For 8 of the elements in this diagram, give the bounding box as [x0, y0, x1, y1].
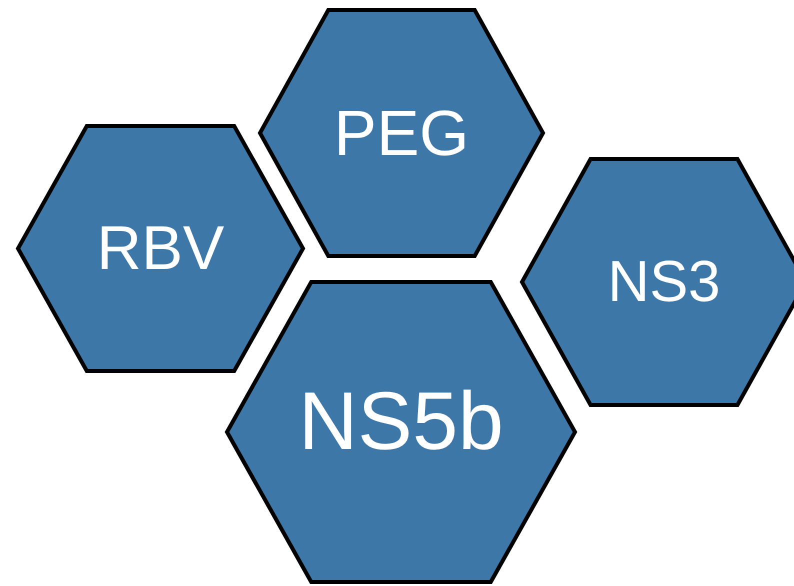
node-label: PEG — [334, 101, 470, 165]
hexagon-node — [520, 157, 794, 407]
hexagon-node — [225, 280, 577, 584]
node-label: NS5b — [298, 381, 504, 463]
node-label: RBV — [96, 218, 224, 280]
node-label: NS3 — [608, 253, 720, 311]
hexagon-node — [16, 124, 305, 373]
hexagon-node — [258, 8, 545, 258]
